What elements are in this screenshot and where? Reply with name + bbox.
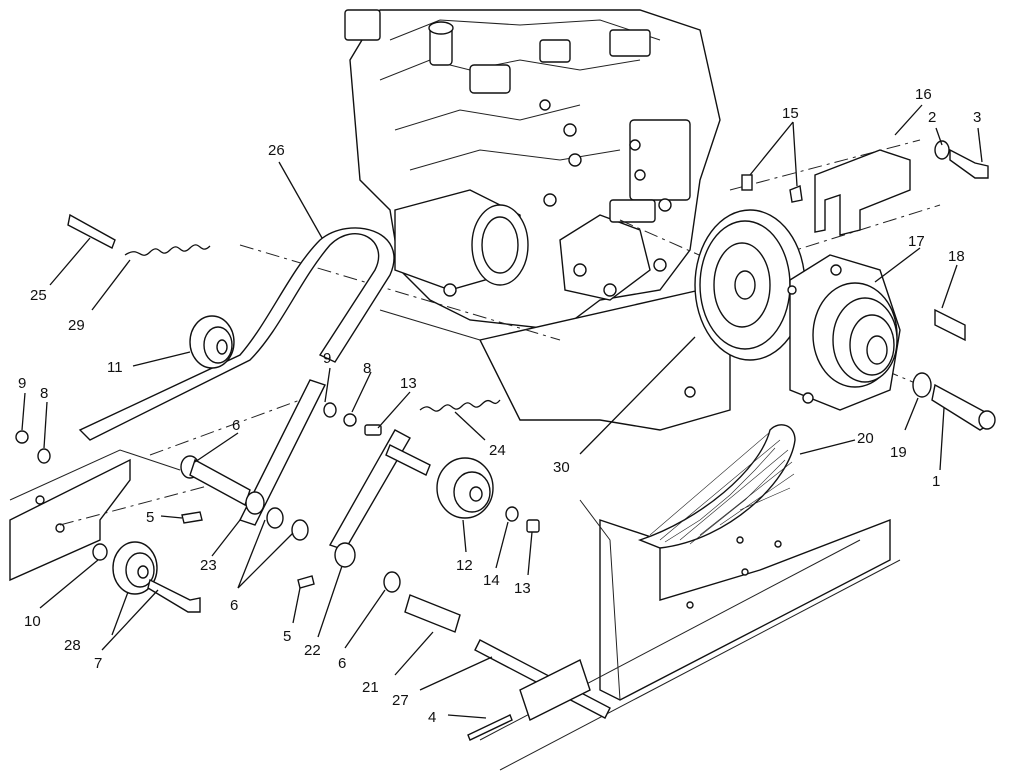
callout-7: 7 [94, 655, 102, 672]
callout-15: 15 [782, 105, 799, 122]
callout-20: 20 [857, 430, 874, 447]
electric-clutch [787, 254, 901, 411]
callout-22: 22 [304, 642, 321, 659]
callout-27: 27 [392, 692, 409, 709]
callout-12: 12 [456, 557, 473, 574]
chassis-frame [9, 289, 901, 771]
callout-24: 24 [489, 442, 506, 459]
idler-arm-upper [239, 379, 326, 526]
idler-bolt [147, 578, 201, 613]
callout-21: 21 [362, 679, 379, 696]
callout-9: 9 [18, 375, 26, 392]
drive-belt [637, 424, 796, 549]
leader-lines [21, 104, 983, 719]
callout-18: 18 [948, 248, 965, 265]
callout-6: 6 [230, 597, 238, 614]
callout-9: 9 [323, 350, 331, 367]
callout-26: 26 [268, 142, 285, 159]
callout-14: 14 [483, 572, 500, 589]
callout-10: 10 [24, 613, 41, 630]
extension-spring-upper [124, 244, 211, 256]
callout-17: 17 [908, 233, 925, 250]
engine-pulley [694, 209, 806, 361]
bracket-bolt [934, 140, 989, 179]
callout-3: 3 [973, 109, 981, 126]
callout-23: 23 [200, 557, 217, 574]
idler-pulley-lower [436, 457, 494, 519]
callout-5: 5 [146, 509, 154, 526]
callout-28: 28 [64, 637, 81, 654]
callout-8: 8 [363, 360, 371, 377]
callout-25: 25 [30, 287, 47, 304]
idler-pulley-upper [189, 315, 235, 369]
callout-16: 16 [915, 86, 932, 103]
callout-1: 1 [932, 473, 940, 490]
engine-block [344, 9, 721, 331]
clutch-bracket [814, 149, 911, 236]
callout-29: 29 [68, 317, 85, 334]
callout-4: 4 [428, 709, 436, 726]
callout-8: 8 [40, 385, 48, 402]
callout-6: 6 [338, 655, 346, 672]
callout-2: 2 [928, 109, 936, 126]
pulley-screws [741, 174, 803, 203]
v-belt [78, 227, 395, 441]
callout-13: 13 [400, 375, 417, 392]
idler-arm-lower [328, 429, 411, 551]
callout-5: 5 [283, 628, 291, 645]
idler-pulley-left [112, 541, 158, 595]
callout-30: 30 [553, 459, 570, 476]
extension-spring-lower [419, 399, 501, 412]
clutch-bolt [912, 372, 996, 431]
callout-13: 13 [514, 580, 531, 597]
key [934, 308, 966, 342]
callout-11: 11 [107, 359, 123, 376]
hardware [15, 402, 591, 741]
callout-labels: 1 2 3 4 5 5 6 6 6 7 8 8 9 9 10 11 12 13 … [18, 86, 981, 726]
callout-19: 19 [890, 444, 907, 461]
pivot-pin [67, 213, 116, 249]
callout-6: 6 [232, 417, 240, 434]
